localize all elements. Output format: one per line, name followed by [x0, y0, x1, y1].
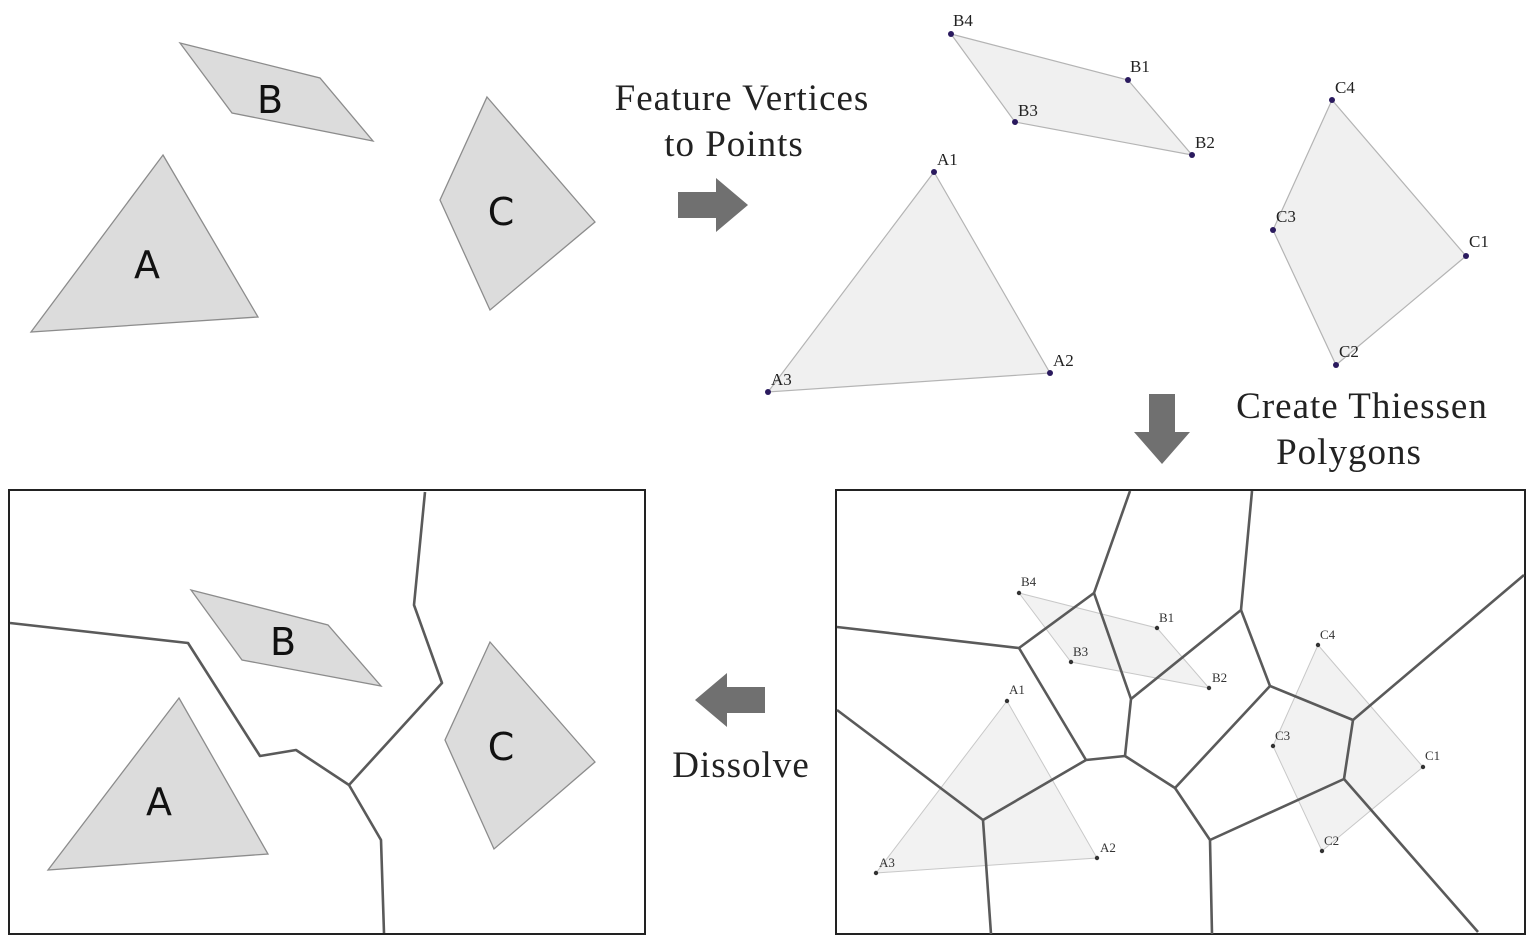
- point-label-b3: B3: [1018, 101, 1038, 120]
- thiessen-polygon-b-outline: [1017, 592, 1211, 689]
- thiessen-edges: [836, 490, 1525, 935]
- point-label-a1: A1: [937, 150, 958, 169]
- polygon-a: [29, 153, 260, 333]
- result-polygon-b: [189, 588, 383, 687]
- point-label-c3: C3: [1276, 207, 1296, 226]
- step-vertices-to-points: Feature Vertices to Points: [615, 78, 870, 232]
- step1-label-line1: Feature Vertices: [615, 78, 870, 119]
- polygon-b: [178, 41, 375, 142]
- thiessen-label-b4: B4: [1021, 574, 1037, 589]
- point-label-c1: C1: [1469, 232, 1489, 251]
- point-label-c2: C2: [1339, 342, 1359, 361]
- polygon-b-outline: [949, 32, 1194, 156]
- vertex-c3: [1270, 227, 1276, 233]
- step3-label: Dissolve: [672, 745, 810, 786]
- thiessen-polygon-a-outline: [874, 700, 1098, 874]
- thiessen-vertex-c3: [1270, 743, 1276, 749]
- thiessen-label-a2: A2: [1100, 840, 1116, 855]
- thiessen-label-a1: A1: [1009, 682, 1025, 697]
- polygon-c-outline: [1272, 98, 1467, 366]
- thiessen-vertex-b2: [1206, 685, 1212, 691]
- result-label-a: A: [146, 780, 172, 824]
- thiessen-label-c1: C1: [1425, 748, 1440, 763]
- thiessen-frame: [835, 489, 1526, 935]
- step-create-thiessen: Create Thiessen Polygons: [1134, 386, 1488, 473]
- thiessen-panel: B4 B1 B2 B3 A1 A2 A3 C4 C1 C2 C3: [835, 489, 1526, 935]
- input-features-panel: B A C: [29, 41, 596, 333]
- vertex-b2: [1189, 152, 1195, 158]
- point-label-a2: A2: [1053, 351, 1074, 370]
- thiessen-label-b1: B1: [1159, 610, 1174, 625]
- thiessen-vertex-a1: [1004, 698, 1010, 704]
- vertex-c2: [1333, 362, 1339, 368]
- step-dissolve: Dissolve: [672, 673, 810, 786]
- point-label-b2: B2: [1195, 133, 1215, 152]
- step1-label-line2: to Points: [664, 124, 804, 165]
- thiessen-label-c2: C2: [1324, 833, 1339, 848]
- thiessen-label-c4: C4: [1320, 627, 1336, 642]
- thiessen-vertex-b1: [1154, 625, 1160, 631]
- label-a: A: [134, 243, 160, 287]
- thiessen-label-b2: B2: [1212, 670, 1227, 685]
- point-label-a3: A3: [771, 370, 792, 389]
- thiessen-vertex-b3: [1068, 659, 1074, 665]
- thiessen-vertex-b4: [1016, 590, 1022, 596]
- point-label-c4: C4: [1335, 78, 1355, 97]
- thiessen-label-a3: A3: [879, 855, 895, 870]
- vertex-c1: [1463, 253, 1469, 259]
- arrow-left-icon: [695, 673, 765, 727]
- thiessen-label-b3: B3: [1073, 644, 1088, 659]
- polygon-a-outline: [766, 170, 1052, 393]
- point-label-b1: B1: [1130, 57, 1150, 76]
- step2-label-line2: Polygons: [1276, 432, 1422, 473]
- vertex-a1: [931, 169, 937, 175]
- result-label-b: B: [270, 620, 296, 664]
- thiessen-vertex-a2: [1094, 855, 1100, 861]
- label-b: B: [257, 78, 283, 122]
- polygon-c: [439, 95, 596, 312]
- thiessen-vertex-c2: [1319, 848, 1325, 854]
- result-panel: B A C: [8, 489, 646, 935]
- arrow-right-icon: [678, 178, 748, 232]
- label-c: C: [488, 190, 515, 234]
- points-panel: B4 B1 B2 B3 A1 A2 A3 C4 C1 C2 C3: [765, 11, 1489, 395]
- point-label-b4: B4: [953, 11, 973, 30]
- thiessen-label-c3: C3: [1275, 728, 1290, 743]
- vertex-a2: [1047, 370, 1053, 376]
- thiessen-vertex-c1: [1420, 764, 1426, 770]
- step2-label-line1: Create Thiessen: [1236, 386, 1488, 427]
- vertex-c4: [1329, 97, 1335, 103]
- result-polygon-c: [444, 640, 596, 851]
- vertex-b4: [948, 31, 954, 37]
- vertex-b3: [1012, 119, 1018, 125]
- arrow-down-icon: [1134, 394, 1190, 464]
- thiessen-vertex-c4: [1315, 642, 1321, 648]
- result-label-c: C: [488, 725, 515, 769]
- thiessen-vertex-a3: [873, 870, 879, 876]
- vertex-a3: [765, 389, 771, 395]
- result-polygon-a: [46, 696, 270, 871]
- result-frame: [8, 489, 646, 935]
- dissolved-boundaries: [9, 491, 444, 934]
- vertex-b1: [1125, 77, 1131, 83]
